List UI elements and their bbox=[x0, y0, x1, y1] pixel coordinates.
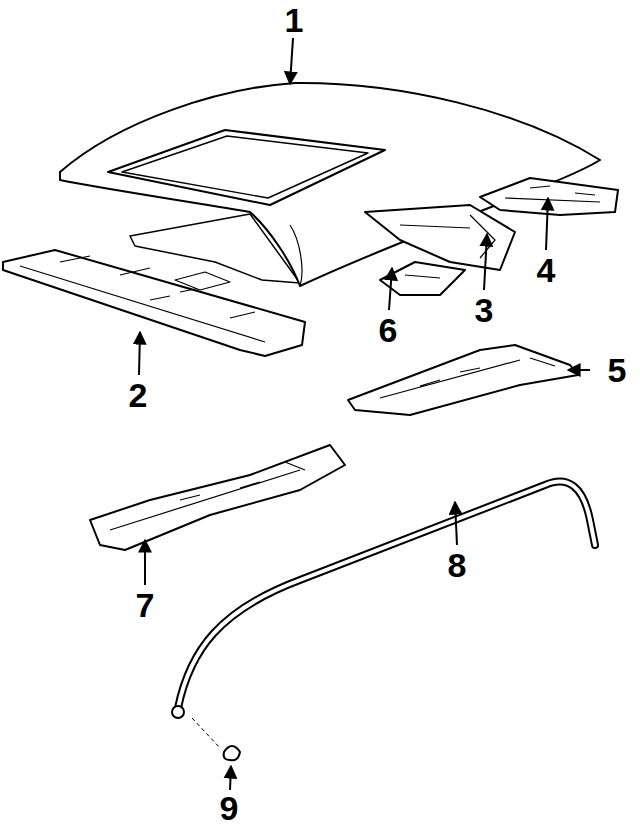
callout-number: 3 bbox=[475, 293, 494, 327]
roof-molding bbox=[172, 482, 595, 718]
roof-side-rail bbox=[90, 445, 345, 550]
molding-clip bbox=[224, 746, 240, 760]
callout-number: 5 bbox=[608, 353, 627, 387]
roof-bracket bbox=[380, 262, 465, 295]
callout-number: 7 bbox=[136, 588, 155, 622]
callout-number: 9 bbox=[220, 791, 239, 825]
rear-roof-rail bbox=[480, 178, 618, 215]
callout-number: 8 bbox=[448, 548, 467, 582]
callout-number: 6 bbox=[379, 313, 398, 347]
callout-number: 2 bbox=[129, 378, 148, 412]
leader-arrows bbox=[139, 38, 590, 790]
rear-reinforcement bbox=[348, 345, 578, 415]
dashed-leader bbox=[192, 718, 220, 748]
callout-number: 4 bbox=[537, 253, 556, 287]
callout-number: 1 bbox=[285, 3, 304, 37]
roof-bow bbox=[365, 205, 515, 270]
